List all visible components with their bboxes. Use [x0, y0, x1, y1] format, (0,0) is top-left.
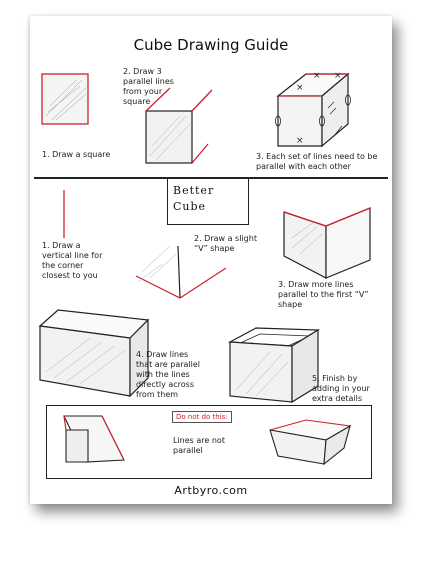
s2-step2-caption: 2. Draw a slight“V” shape — [194, 234, 257, 253]
section-divider — [34, 177, 388, 179]
guide-sheet: Cube Drawing Guide × × × × — [30, 16, 392, 504]
step3-cube-drawing: × × × × — [275, 71, 351, 148]
svg-text:×: × — [296, 83, 304, 93]
section1-illustrations: × × × × — [38, 71, 371, 466]
page-title: Cube Drawing Guide — [133, 36, 289, 54]
s2-step2-v-shape-drawing — [135, 245, 227, 299]
wrong-box-left-drawing — [63, 415, 125, 463]
wrong-box-right-drawing — [269, 419, 352, 466]
s2-step4-box-drawing — [38, 309, 150, 398]
step1-square-drawing — [41, 73, 89, 125]
s2-step3-two-faces-drawing — [283, 207, 371, 279]
svg-text:×: × — [313, 71, 321, 81]
svg-text:×: × — [334, 71, 342, 81]
step2-square-lines-drawing — [145, 87, 213, 164]
footer-site-name: Artbyro.com — [174, 484, 248, 497]
s2-step5-open-box-drawing — [227, 327, 321, 404]
do-not-label: Do not do this: — [172, 411, 232, 423]
s1-step1-caption: 1. Draw a square — [42, 150, 111, 159]
svg-text:×: × — [296, 136, 304, 146]
